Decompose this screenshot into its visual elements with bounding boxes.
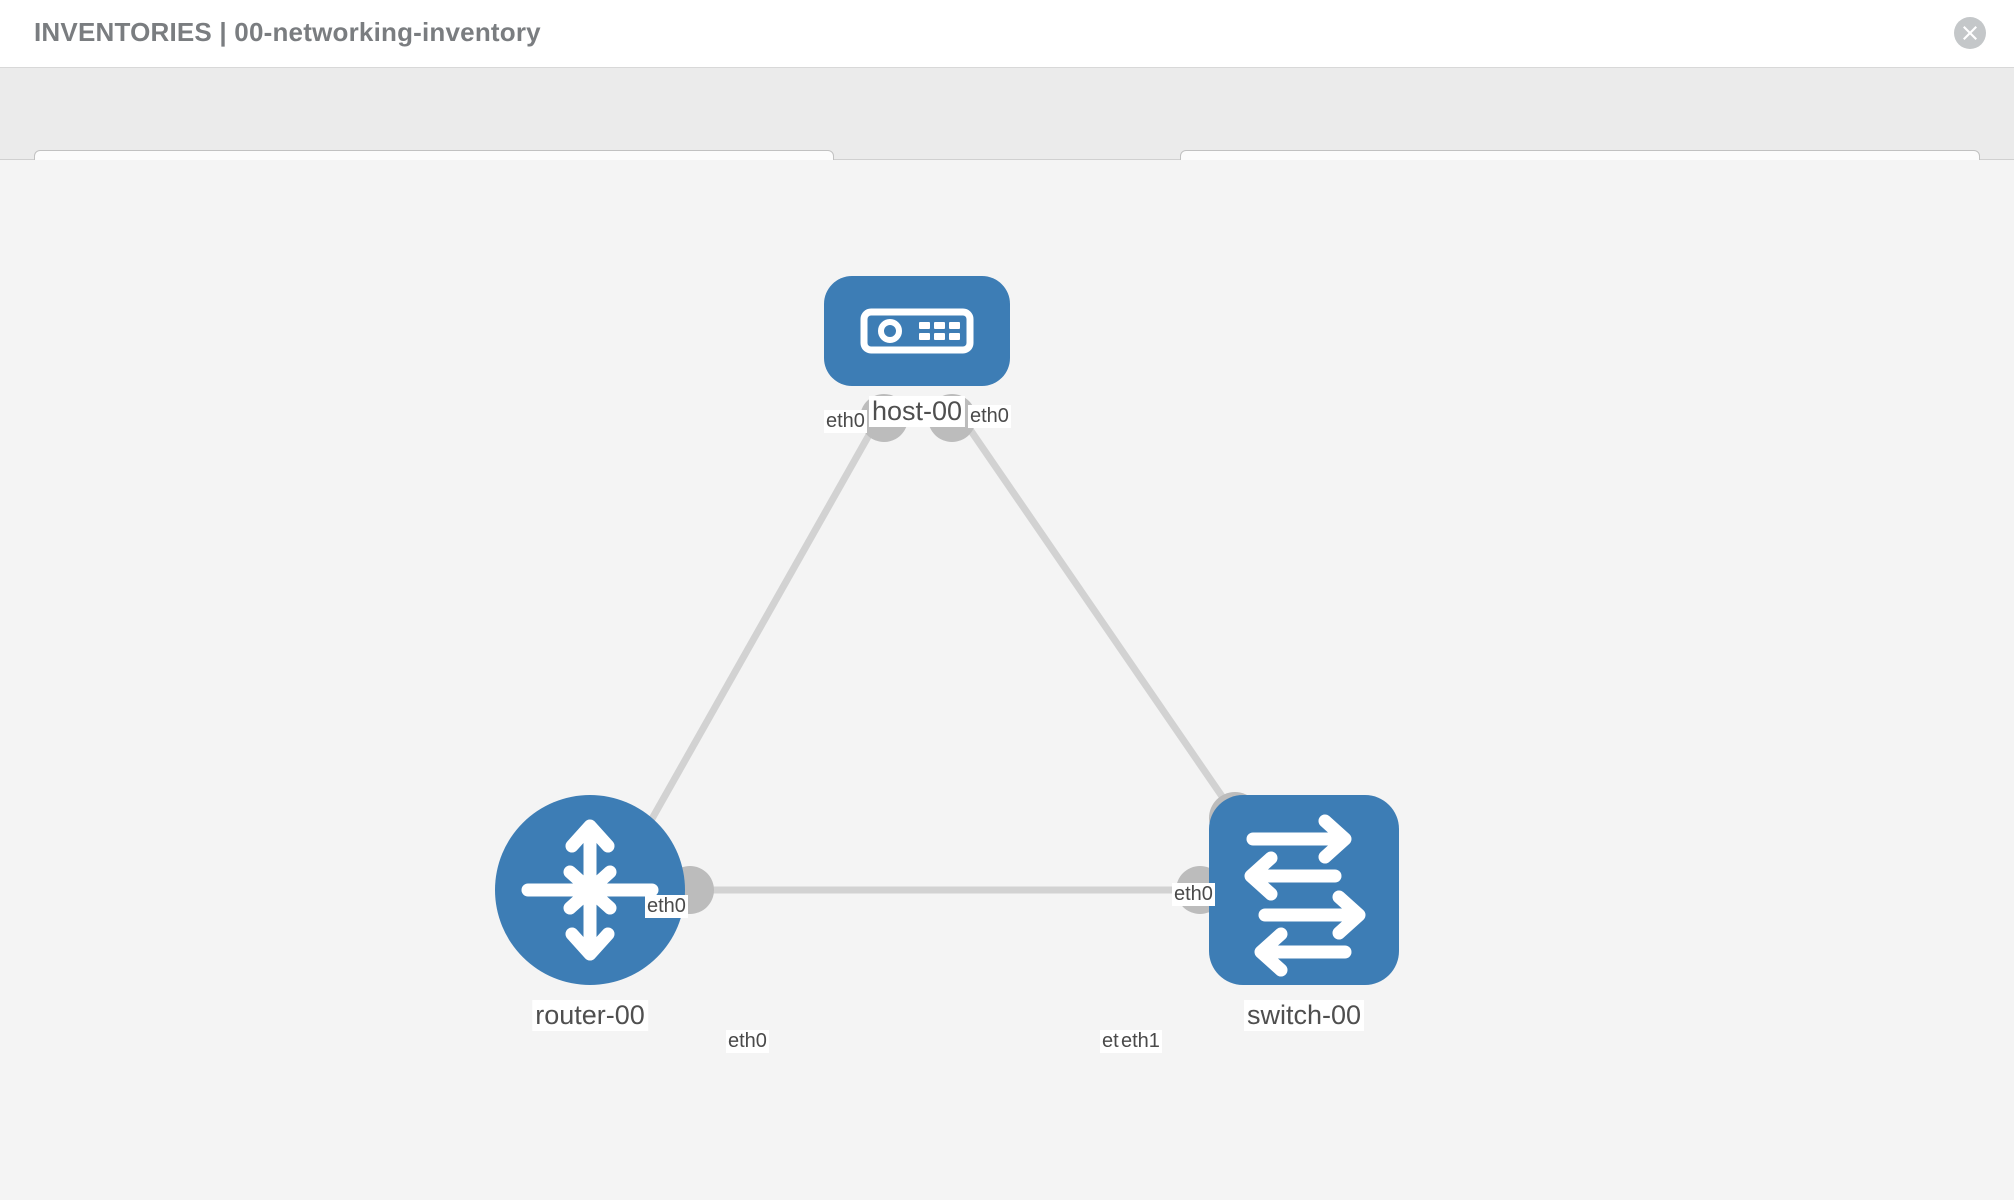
connector-group xyxy=(666,394,1261,914)
host-server-icon xyxy=(860,308,974,354)
node-router-00 xyxy=(495,795,685,985)
node-label-router-00: router-00 xyxy=(532,1000,648,1031)
edge-host-switch xyxy=(955,410,1255,842)
edge-label-host-left-eth: eth0 xyxy=(824,410,867,433)
topology-canvas[interactable]: host-00 router-00 switch-00 eth0 eth0 et… xyxy=(0,160,2014,1200)
switch-arrows-icon xyxy=(1244,814,1366,977)
toolbar: ACTIONS SEARCH xyxy=(0,68,2014,202)
edge-label-switch-left-eth-behind: etl xyxy=(1100,1030,1126,1053)
edge-group xyxy=(636,410,1255,894)
edge-label-switch-left-eth: eth1 xyxy=(1119,1030,1162,1053)
node-host-00 xyxy=(824,276,1010,386)
page-header: INVENTORIES | 00-networking-inventory xyxy=(0,0,2014,68)
edge-host-router xyxy=(636,410,886,842)
edge-label-router-up-eth: eth0 xyxy=(645,895,688,918)
edge-label-host-right-eth: eth0 xyxy=(968,405,1011,428)
close-icon[interactable] xyxy=(1954,17,1986,49)
node-label-host-00: host-00 xyxy=(868,396,966,427)
router-arrows-icon xyxy=(521,819,659,961)
page-title: INVENTORIES | 00-networking-inventory xyxy=(34,17,541,47)
node-switch-00 xyxy=(1209,795,1399,985)
node-label-switch-00: switch-00 xyxy=(1243,1000,1365,1031)
edge-label-router-right-eth: eth0 xyxy=(726,1030,769,1053)
topology-graph xyxy=(495,276,1399,985)
edge-label-switch-up-eth: eth0 xyxy=(1172,883,1215,906)
